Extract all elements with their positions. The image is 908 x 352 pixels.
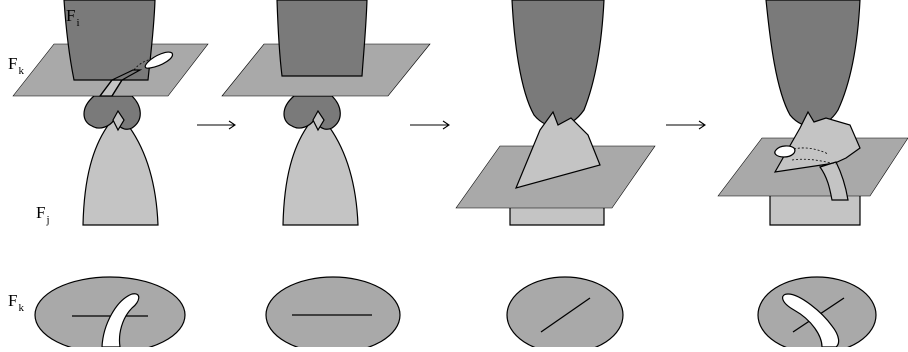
panel-2-upper-surface [277,0,367,76]
cross-section-2 [266,277,400,347]
panel-2-lower-surface [283,120,358,225]
panel-4-upper-surface [766,0,860,126]
label-f-j-main: F [36,203,45,222]
label-f-k-top-sub: k [18,65,24,77]
label-f-j: Fj [36,204,49,221]
panel-4-tube-opening [775,146,795,157]
cross-section-1 [35,277,185,347]
label-f-k-top-main: F [8,54,17,73]
cross-section-4 [758,277,876,347]
label-f-k-bottom-sub: k [18,302,24,314]
panel-3-upper-surface [512,0,604,126]
arrow-2 [410,121,449,129]
label-f-j-sub: j [46,214,49,226]
label-f-i-sub: i [76,17,79,29]
panel-4 [718,0,908,225]
panel-3 [456,0,655,225]
label-f-i: Fi [66,7,79,24]
arrow-1 [197,121,235,129]
panel-1-lower-surface [83,120,158,225]
label-f-k-top: Fk [8,55,23,72]
label-f-i-main: F [66,6,75,25]
panel-2 [222,0,430,225]
label-f-k-bottom-main: F [8,291,17,310]
arrow-3 [666,121,705,129]
cross-section-3 [507,277,623,347]
panel-1 [13,0,208,225]
label-f-k-bottom: Fk [8,292,23,309]
